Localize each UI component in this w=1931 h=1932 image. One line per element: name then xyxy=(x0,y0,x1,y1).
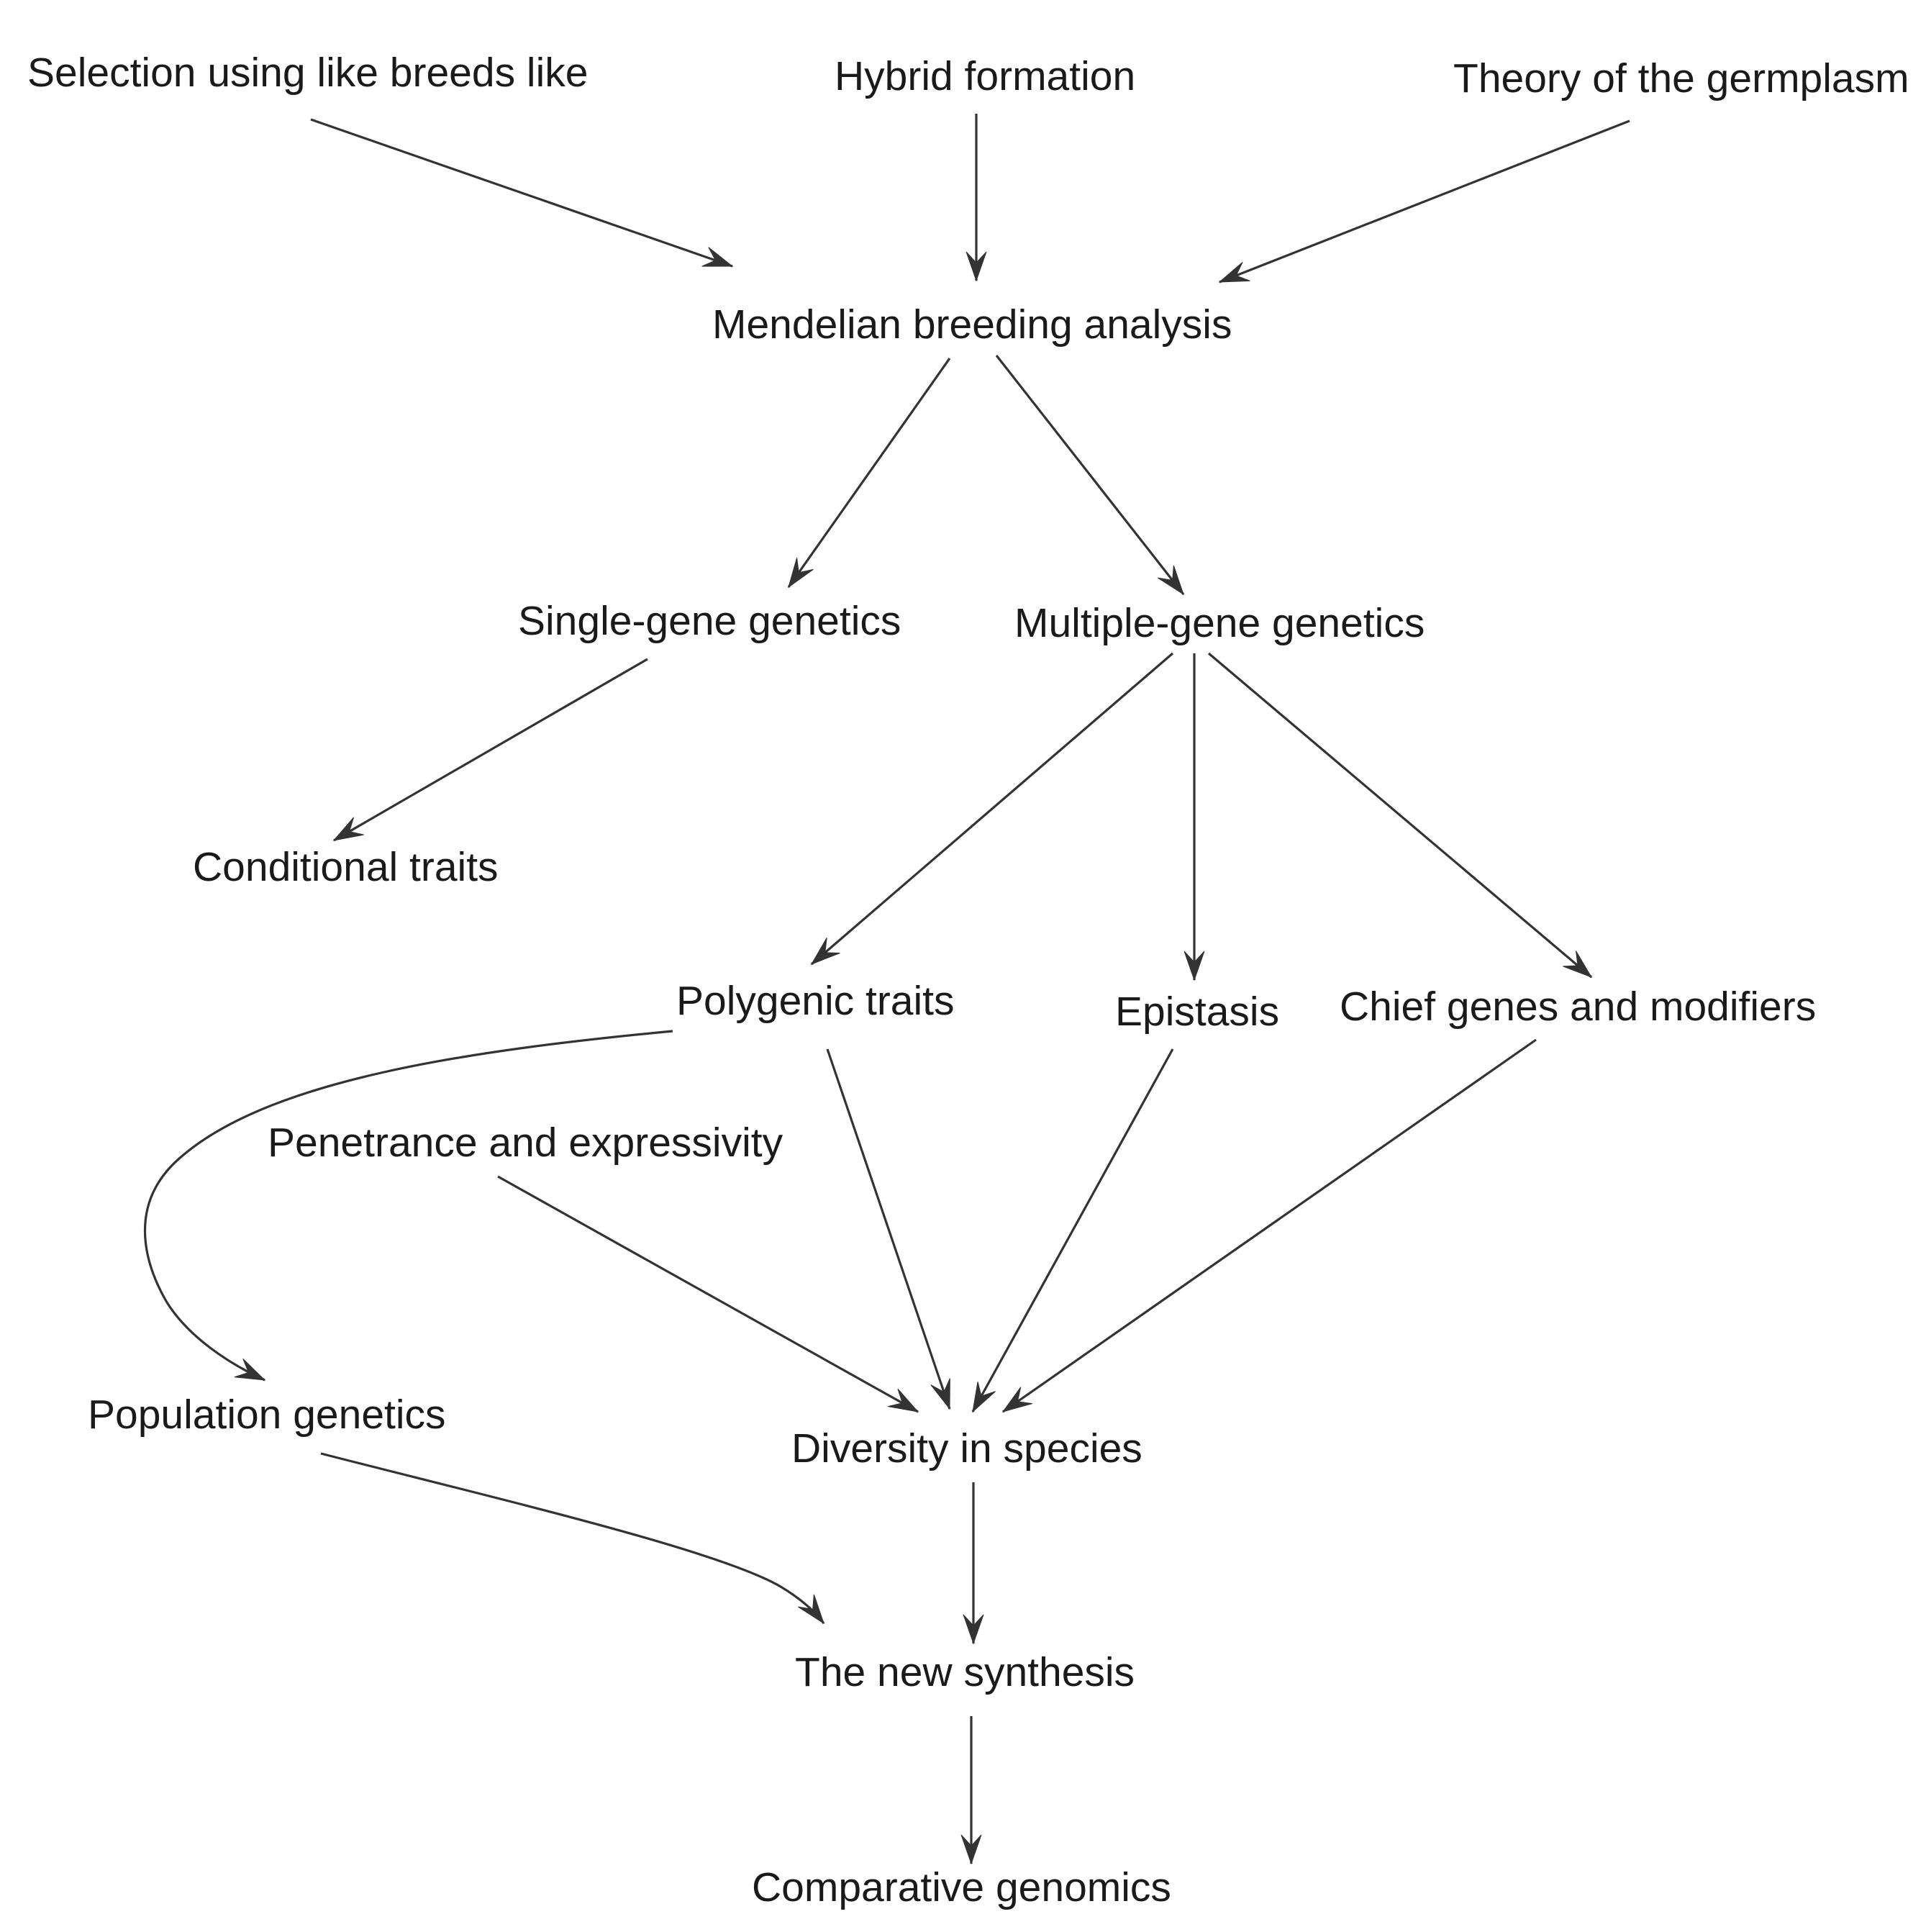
edge-line xyxy=(810,652,1174,966)
arrowhead-icon xyxy=(810,938,840,965)
arrowhead-icon xyxy=(963,1614,984,1645)
edge-single_gene-to-conditional xyxy=(332,658,648,842)
node-single-gene-label: Single-gene genetics xyxy=(518,598,901,644)
edge-mendelian-to-multiple_gene xyxy=(995,355,1185,596)
node-mendelian-label: Mendelian breeding analysis xyxy=(712,301,1232,348)
edge-polygenic-to-diversity xyxy=(826,1048,951,1410)
edge-line xyxy=(995,355,1185,595)
node-chief-genes-label: Chief genes and modifiers xyxy=(1340,984,1816,1030)
edge-line xyxy=(1207,652,1593,979)
edge-hybrid-to-mendelian xyxy=(966,114,987,282)
node-polygenic-label: Polygenic traits xyxy=(676,978,955,1024)
edge-multiple_gene-to-polygenic xyxy=(810,652,1174,966)
edge-epistasis-to-diversity xyxy=(971,1048,1174,1413)
edge-line xyxy=(333,658,648,842)
node-hybrid-label: Hybrid formation xyxy=(835,53,1135,99)
edge-population-to-new_synthesis xyxy=(320,1452,825,1625)
edge-mendelian-to-single_gene xyxy=(787,358,951,589)
edge-line xyxy=(1219,119,1630,284)
node-selection-label: Selection using like breeds like xyxy=(27,50,588,96)
arrowhead-icon xyxy=(888,1388,919,1412)
arrowhead-icon xyxy=(960,1834,982,1865)
label-layer: Selection using like breeds like Hybrid … xyxy=(27,50,1909,1910)
node-conditional-label: Conditional traits xyxy=(193,844,499,890)
edge-line xyxy=(320,1452,825,1624)
edge-polygenic-to-population xyxy=(143,1030,673,1382)
edge-line xyxy=(143,1030,673,1382)
edge-line xyxy=(787,358,951,588)
node-population-label: Population genetics xyxy=(88,1392,446,1438)
edge-line xyxy=(310,118,733,268)
node-multiple-gene-label: Multiple-gene genetics xyxy=(1014,600,1425,646)
edge-line xyxy=(1002,1038,1537,1413)
arrowhead-icon xyxy=(972,1382,996,1413)
arrowhead-icon xyxy=(1183,951,1205,981)
arrowhead-icon xyxy=(798,1594,824,1625)
arrowhead-icon xyxy=(234,1358,266,1381)
edge-diversity-to-new_synthesis xyxy=(963,1482,984,1645)
edge-layer xyxy=(143,114,1630,1865)
arrowhead-icon xyxy=(332,817,364,841)
edge-line xyxy=(497,1175,919,1413)
edge-penetrance-to-diversity xyxy=(497,1175,919,1413)
edge-line xyxy=(826,1048,951,1410)
edge-chief_genes-to-diversity xyxy=(1001,1038,1537,1413)
arrowhead-icon xyxy=(701,247,734,267)
node-comparative-label: Comparative genomics xyxy=(752,1864,1171,1910)
arrowhead-icon xyxy=(1218,261,1250,283)
arrowhead-icon xyxy=(1001,1387,1032,1412)
edge-germplasm-to-mendelian xyxy=(1218,119,1630,284)
edge-line xyxy=(971,1048,1174,1412)
node-penetrance-label: Penetrance and expressivity xyxy=(268,1120,783,1166)
node-germplasm-label: Theory of the germplasm xyxy=(1453,55,1909,101)
arrowhead-icon xyxy=(930,1378,950,1410)
edge-multiple_gene-to-chief_genes xyxy=(1207,652,1593,979)
arrowhead-icon xyxy=(788,558,814,589)
edge-selection-to-mendelian xyxy=(310,118,734,268)
arrowhead-icon xyxy=(966,251,987,282)
edge-new_synthesis-to-comparative xyxy=(960,1716,982,1865)
node-new-synthesis-label: The new synthesis xyxy=(795,1649,1135,1695)
node-diversity-label: Diversity in species xyxy=(791,1425,1142,1471)
node-epistasis-label: Epistasis xyxy=(1115,989,1279,1035)
arrowhead-icon xyxy=(1158,565,1184,596)
edge-multiple_gene-to-epistasis xyxy=(1183,653,1205,981)
arrowhead-icon xyxy=(1563,951,1593,978)
